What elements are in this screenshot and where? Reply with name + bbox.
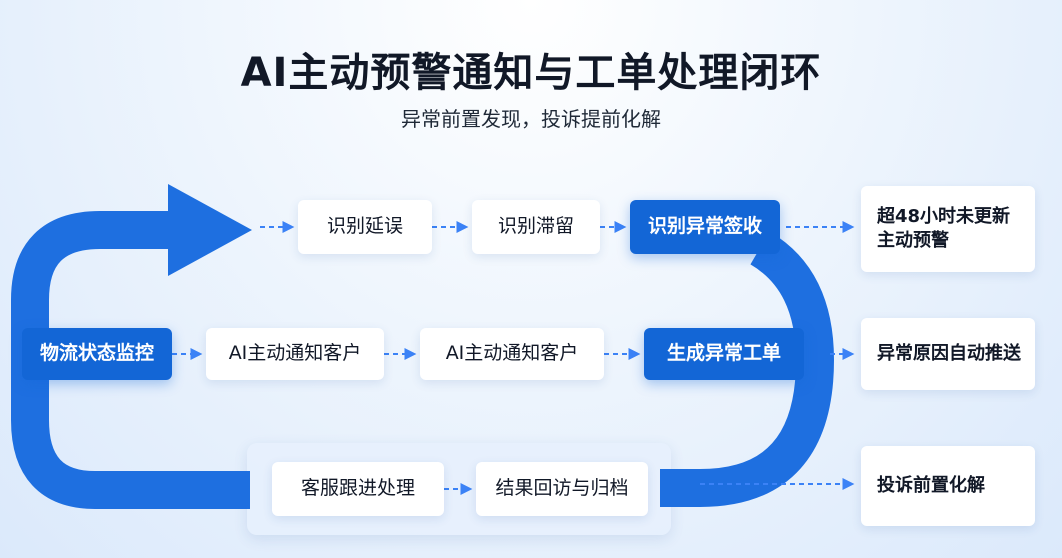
loop-arrow-right [660, 231, 835, 507]
outcome-auto-push-reason: 异常原因自动推送 [861, 318, 1035, 390]
step-identify-stuck: 识别滞留 [472, 200, 600, 254]
step-logistics-monitoring: 物流状态监控 [22, 328, 172, 380]
outcome-48h-warning: 超48小时未更新 主动预警 [861, 186, 1035, 272]
step-identify-abnormal-signing: 识别异常签收 [630, 200, 780, 254]
step-ai-notify-customer-1: AI主动通知客户 [206, 328, 384, 380]
loop-arrow-head [168, 184, 252, 276]
step-identify-delay: 识别延误 [298, 200, 432, 254]
page-title: AI主动预警通知与工单处理闭环 [240, 50, 822, 96]
step-result-revisit-archive: 结果回访与归档 [476, 462, 648, 516]
step-ai-notify-customer-2: AI主动通知客户 [420, 328, 604, 380]
step-generate-ticket: 生成异常工单 [644, 328, 804, 380]
page-subtitle: 异常前置发现，投诉提前化解 [401, 107, 661, 131]
outcome-complaint-resolved: 投诉前置化解 [861, 446, 1035, 526]
step-customer-service-followup: 客服跟进处理 [272, 462, 444, 516]
